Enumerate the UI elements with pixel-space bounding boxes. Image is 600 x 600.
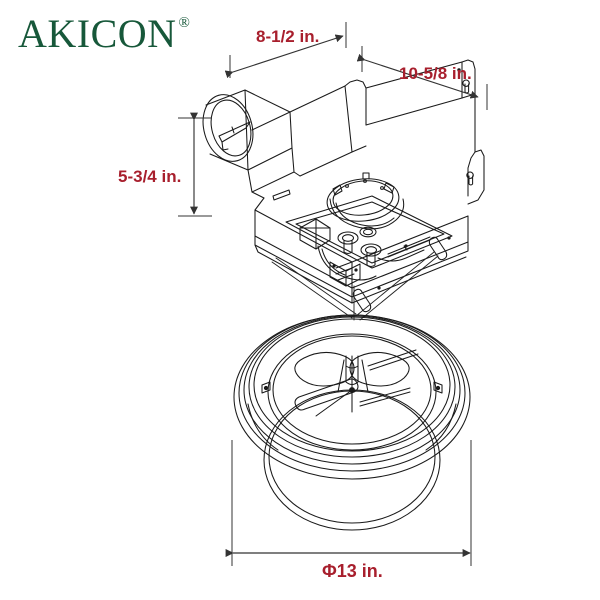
lamp-sockets: [337, 226, 382, 268]
duct-collar-group: [202, 89, 301, 201]
dimension-line-diameter: [225, 440, 472, 566]
dimension-line-width: [224, 22, 347, 79]
glass-globe-group: [263, 389, 441, 531]
brand-logo: AKICON ®: [18, 14, 190, 54]
dimension-label-depth: 10-5/8 in.: [399, 64, 472, 83]
dimension-label-height: 5-3/4 in.: [118, 167, 182, 186]
brand-wordmark: AKICON: [18, 11, 177, 56]
dimension-label-width: 8-1/2 in.: [256, 27, 320, 46]
trim-ring-group: [233, 314, 471, 480]
projection-lines: [271, 251, 439, 321]
dimension-line-height: [178, 112, 212, 217]
dimension-line-depth: [356, 46, 488, 110]
blower-assembly: [326, 172, 405, 230]
registered-trademark-icon: ®: [178, 15, 190, 31]
dimension-label-diameter: Φ13 in.: [322, 561, 383, 581]
